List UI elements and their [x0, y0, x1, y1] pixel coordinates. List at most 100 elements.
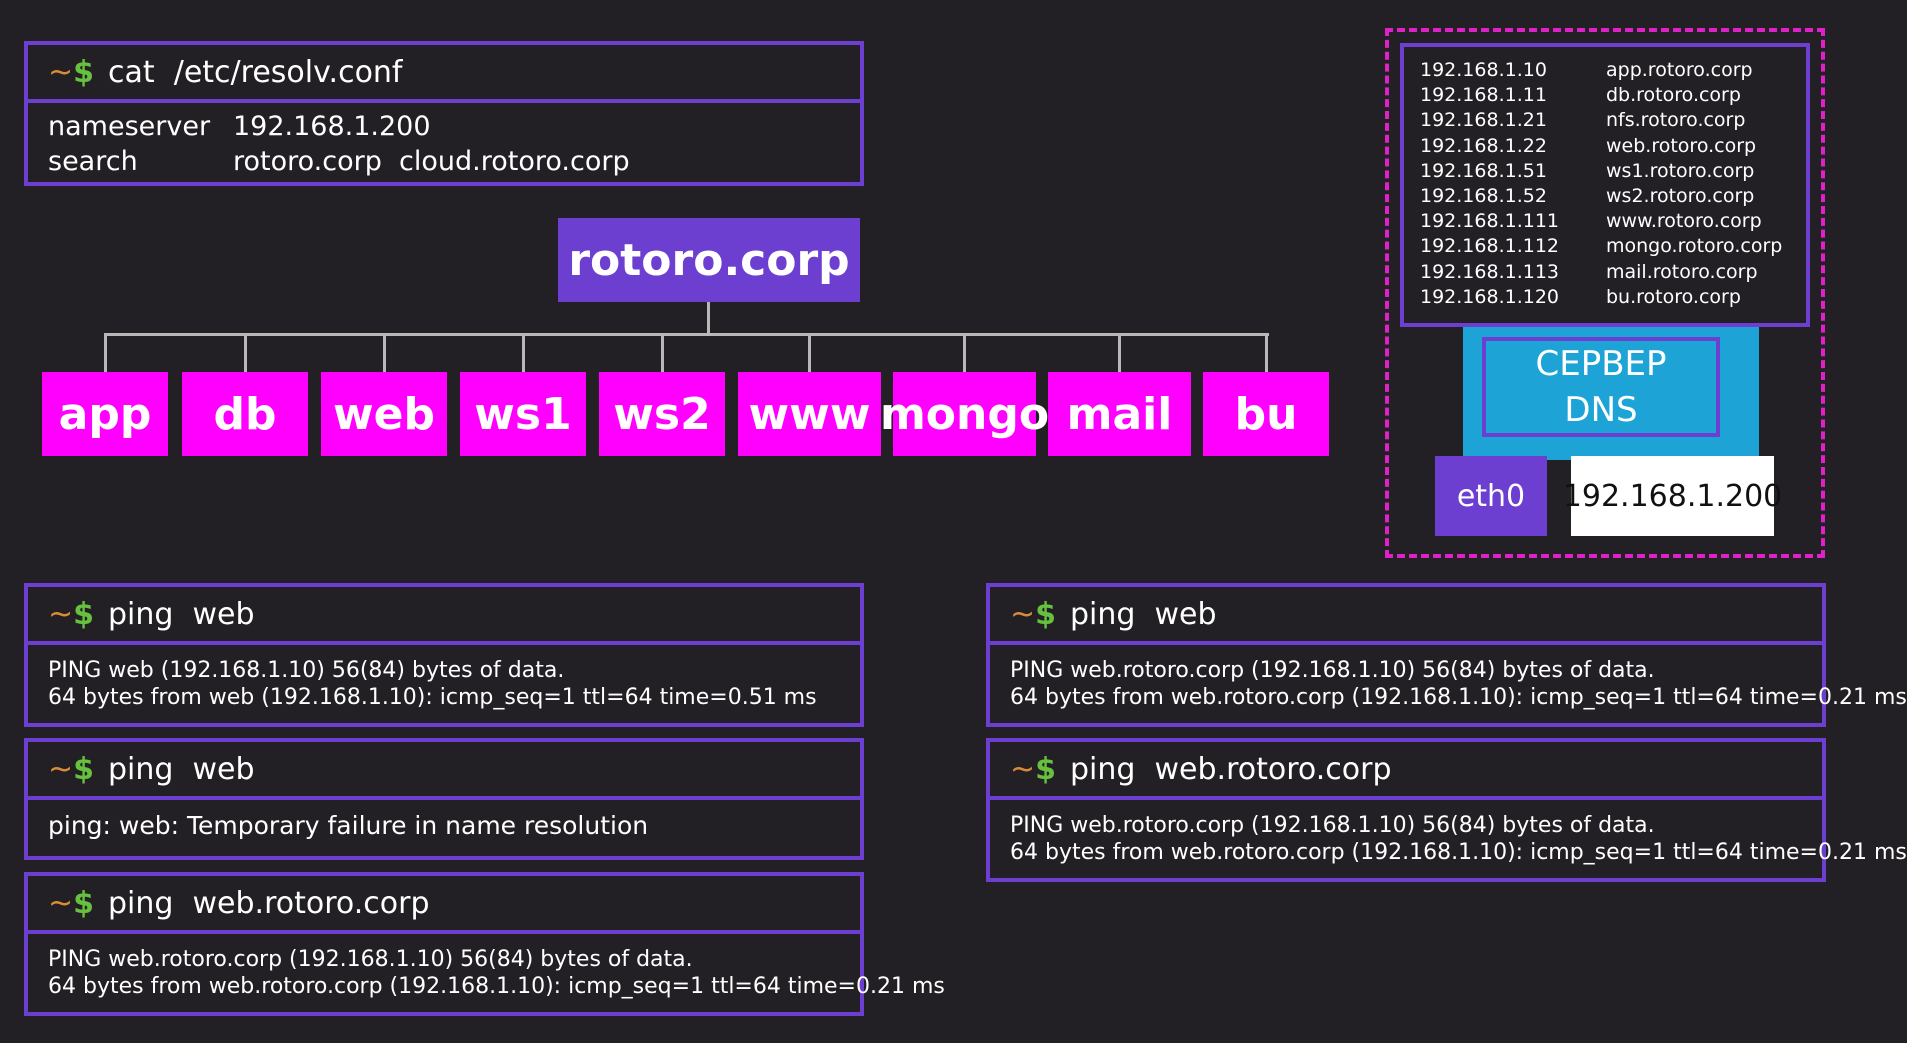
- tree-connector-leaf: [243, 333, 247, 373]
- tree-connector-horizontal: [104, 333, 1269, 336]
- terminal-right-1: ~$ ping web PING web.rotoro.corp (192.168…: [986, 583, 1907, 727]
- prompt-dollar: $: [1035, 751, 1057, 787]
- terminal-command: ~$ ping web.rotoro.corp: [28, 876, 860, 934]
- leaf-web: web: [321, 372, 447, 456]
- terminal-right-2: ~$ ping web.rotoro.corp PING web.rotoro.c…: [986, 738, 1907, 882]
- host-name: db.rotoro.corp: [1606, 84, 1741, 107]
- dns-server-line2: DNS: [1564, 390, 1638, 430]
- terminal-command: ~$ ping web: [28, 587, 860, 645]
- prompt-tilde: ~: [48, 596, 74, 632]
- host-ip: 192.168.1.120: [1420, 285, 1560, 308]
- tree-connector-leaf: [103, 333, 107, 373]
- conf-row-nameserver: nameserver 192.168.1.200: [48, 109, 840, 144]
- command-text: cat /etc/resolv.conf: [108, 54, 403, 90]
- host-ip: 192.168.1.113: [1420, 260, 1560, 283]
- prompt-dollar: $: [1035, 596, 1057, 632]
- host-ip: 192.168.1.112: [1420, 235, 1560, 258]
- host-row: 192.168.1.21 nfs.rotoro.corp: [1420, 108, 1790, 133]
- tree-connector-leaf: [382, 333, 386, 373]
- dns-server-line1: СЕРВЕР: [1535, 344, 1667, 384]
- prompt-tilde: ~: [48, 54, 74, 90]
- host-row: 192.168.1.52 ws2.rotoro.corp: [1420, 184, 1790, 209]
- host-row: 192.168.1.113 mail.rotoro.corp: [1420, 260, 1790, 285]
- conf-row-search: search rotoro.corp cloud.rotoro.corp: [48, 144, 840, 179]
- tree-connector-leaf: [808, 333, 811, 373]
- command-text: ping web.rotoro.corp: [108, 885, 430, 921]
- host-row: 192.168.1.112 mongo.rotoro.corp: [1420, 234, 1790, 259]
- output-line: 64 bytes from web.rotoro.corp (192.168.1…: [48, 974, 945, 999]
- terminal-command: ~$ ping web: [990, 587, 1822, 645]
- prompt-dollar: $: [73, 751, 95, 787]
- host-row: 192.168.1.11 db.rotoro.corp: [1420, 83, 1790, 108]
- eth0-ip-address: 192.168.1.200: [1563, 456, 1782, 536]
- leaf-www: www: [738, 372, 881, 456]
- output-line: 64 bytes from web (192.168.1.10): icmp_s…: [48, 685, 817, 710]
- conf-value: rotoro.corp cloud.rotoro.corp: [233, 146, 630, 177]
- leaf-mail: mail: [1048, 372, 1191, 456]
- tree-connector-leaf: [660, 333, 664, 373]
- hosts-table: 192.168.1.10 app.rotoro.corp 192.168.1.11…: [1400, 43, 1810, 327]
- conf-value: 192.168.1.200: [233, 111, 431, 142]
- host-row: 192.168.1.10 app.rotoro.corp: [1420, 58, 1790, 83]
- terminal-left-2: ~$ ping web ping: web: Temporary failure …: [24, 738, 864, 860]
- tree-connector-leaf: [963, 333, 966, 373]
- resolv-conf-panel: ~$ cat /etc/resolv.conf nameserver 192.16…: [24, 41, 864, 186]
- terminal-output: PING web.rotoro.corp (192.168.1.10) 56(8…: [990, 645, 1907, 723]
- tree-connector-leaf: [521, 333, 525, 373]
- leaf-mongo: mongo: [880, 372, 1049, 456]
- terminal-command: ~$ ping web: [28, 742, 860, 800]
- command-text: ping web: [1070, 596, 1217, 632]
- leaf-ws1: ws1: [460, 372, 586, 456]
- output-line: PING web.rotoro.corp (192.168.1.10) 56(8…: [1010, 658, 1655, 683]
- output-line: PING web (192.168.1.10) 56(84) bytes of …: [48, 658, 565, 683]
- host-ip: 192.168.1.111: [1420, 210, 1560, 233]
- tree-connector-leaf: [1118, 333, 1121, 373]
- domain-root: rotoro.corp: [558, 218, 860, 302]
- terminal-command: ~$ ping web.rotoro.corp: [990, 742, 1822, 800]
- terminal-output: PING web.rotoro.corp (192.168.1.10) 56(8…: [990, 800, 1907, 878]
- leaf-bu: bu: [1203, 372, 1329, 456]
- host-name: nfs.rotoro.corp: [1606, 109, 1746, 132]
- host-name: ws1.rotoro.corp: [1606, 159, 1755, 182]
- output-line: PING web.rotoro.corp (192.168.1.10) 56(8…: [48, 947, 693, 972]
- tree-connector-leaf: [1264, 333, 1268, 373]
- command-text: ping web: [108, 596, 255, 632]
- output-line: 64 bytes from web.rotoro.corp (192.168.1…: [1010, 685, 1907, 710]
- dns-server-group: [1385, 28, 1825, 558]
- host-name: mail.rotoro.corp: [1606, 260, 1758, 283]
- dns-server-label: СЕРВЕР DNS: [1482, 337, 1720, 437]
- output-line: 64 bytes from web.rotoro.corp (192.168.1…: [1010, 840, 1907, 865]
- prompt-dollar: $: [73, 596, 95, 632]
- prompt-tilde: ~: [1010, 596, 1036, 632]
- leaf-db: db: [182, 372, 308, 456]
- command-text: ping web.rotoro.corp: [1070, 751, 1392, 787]
- host-name: mongo.rotoro.corp: [1606, 235, 1783, 258]
- prompt-tilde: ~: [48, 751, 74, 787]
- host-ip: 192.168.1.21: [1420, 109, 1547, 132]
- eth0-interface: eth0: [1435, 456, 1547, 536]
- host-ip: 192.168.1.10: [1420, 59, 1547, 81]
- prompt-dollar: $: [73, 54, 95, 90]
- terminal-output: ping: web: Temporary failure in name res…: [28, 800, 860, 856]
- host-row: 192.168.1.111 www.rotoro.corp: [1420, 209, 1790, 234]
- host-ip: 192.168.1.52: [1420, 185, 1547, 208]
- conf-key: nameserver: [48, 111, 211, 142]
- output-line: PING web.rotoro.corp (192.168.1.10) 56(8…: [1010, 813, 1655, 838]
- leaf-app: app: [42, 372, 168, 456]
- tree-connector-root: [707, 300, 710, 334]
- prompt-tilde: ~: [48, 885, 74, 921]
- terminal-left-3: ~$ ping web.rotoro.corp PING web.rotoro.c…: [24, 872, 945, 1016]
- resolv-conf-command: ~$ cat /etc/resolv.conf: [28, 45, 860, 103]
- host-name: app.rotoro.corp: [1606, 59, 1753, 81]
- command-text: ping web: [108, 751, 255, 787]
- host-ip: 192.168.1.11: [1420, 84, 1547, 107]
- host-name: web.rotoro.corp: [1606, 134, 1757, 157]
- leaf-ws2: ws2: [599, 372, 725, 456]
- host-name: www.rotoro.corp: [1606, 210, 1762, 233]
- host-name: ws2.rotoro.corp: [1606, 185, 1755, 208]
- prompt-dollar: $: [73, 885, 95, 921]
- prompt-tilde: ~: [1010, 751, 1036, 787]
- output-line: ping: web: Temporary failure in name res…: [48, 811, 649, 840]
